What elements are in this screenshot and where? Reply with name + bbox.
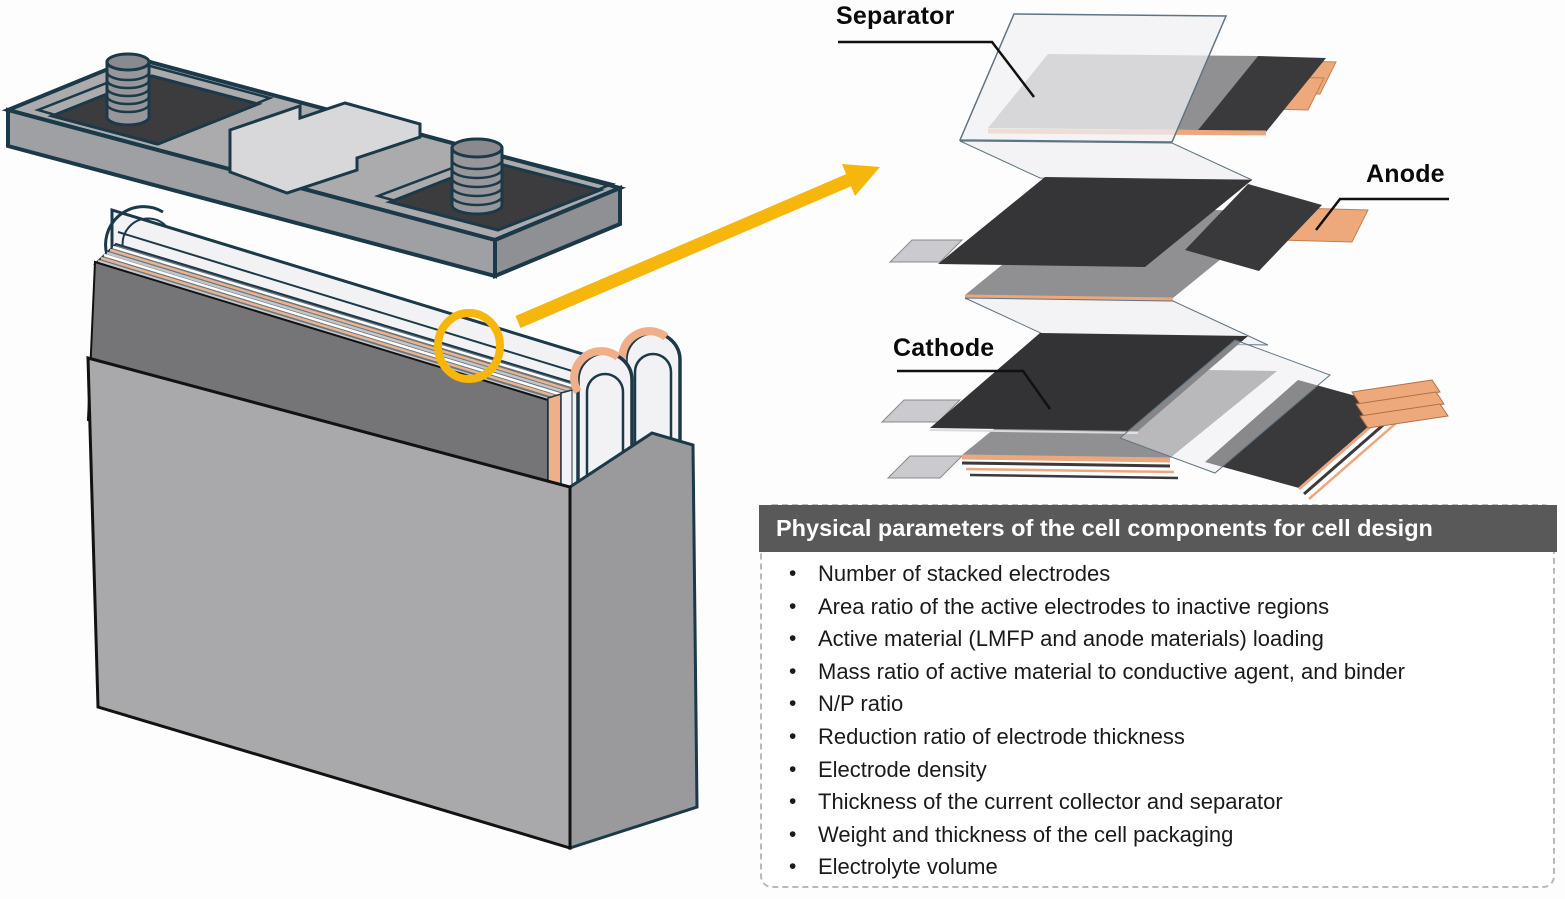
terminal-post-left xyxy=(105,52,151,127)
cell-lid xyxy=(1,52,627,279)
can-front-face xyxy=(86,356,572,851)
parameter-item: N/P ratio xyxy=(762,688,1547,721)
separator-label: Separator xyxy=(836,2,955,30)
parameter-item: Active material (LMFP and anode material… xyxy=(762,623,1547,656)
zoom-arrow-icon xyxy=(515,164,880,328)
parameters-panel: Physical parameters of the cell componen… xyxy=(759,504,1557,888)
anode-leader-line xyxy=(1315,197,1449,231)
parameter-item: Reduction ratio of electrode thickness xyxy=(762,721,1547,754)
separator-fold xyxy=(959,140,1253,181)
aluminum-tab xyxy=(886,455,964,479)
electrode-stack xyxy=(880,13,1449,500)
parameter-item: Thickness of the current collector and s… xyxy=(762,786,1547,819)
parameters-panel-title: Physical parameters of the cell componen… xyxy=(759,505,1557,552)
aluminum-tab xyxy=(880,399,962,423)
lid-vent-plate xyxy=(228,101,422,195)
parameter-item: Mass ratio of active material to conduct… xyxy=(762,656,1547,689)
parameter-item: Electrolyte volume xyxy=(762,851,1547,884)
parameter-item: Number of stacked electrodes xyxy=(762,558,1547,591)
parameter-item: Electrode density xyxy=(762,754,1547,787)
cathode-label: Cathode xyxy=(893,334,995,362)
copper-tab xyxy=(1351,379,1441,405)
aluminum-tab xyxy=(888,239,964,263)
anode-label: Anode xyxy=(1366,160,1445,188)
can-right-face xyxy=(568,431,699,851)
label-leader-lines xyxy=(838,40,1449,410)
cell-can xyxy=(86,356,699,851)
copper-tab xyxy=(1359,403,1449,429)
separator-fold xyxy=(964,297,1269,346)
separator-leader-line xyxy=(838,40,1035,98)
zoom-circle-icon xyxy=(434,309,504,383)
anode-sheet-middle xyxy=(888,177,1369,346)
parameters-list: Number of stacked electrodes Area ratio … xyxy=(762,558,1547,884)
cathode-leader-line xyxy=(897,369,1052,410)
parameter-item: Weight and thickness of the cell packagi… xyxy=(762,819,1547,852)
copper-tab xyxy=(1355,391,1445,417)
cathode-sheet xyxy=(880,333,1449,500)
parameter-item: Area ratio of the active electrodes to i… xyxy=(762,591,1547,624)
terminal-post-right xyxy=(450,137,504,216)
battery-cell xyxy=(1,52,880,851)
separator-overlay xyxy=(1119,339,1331,474)
